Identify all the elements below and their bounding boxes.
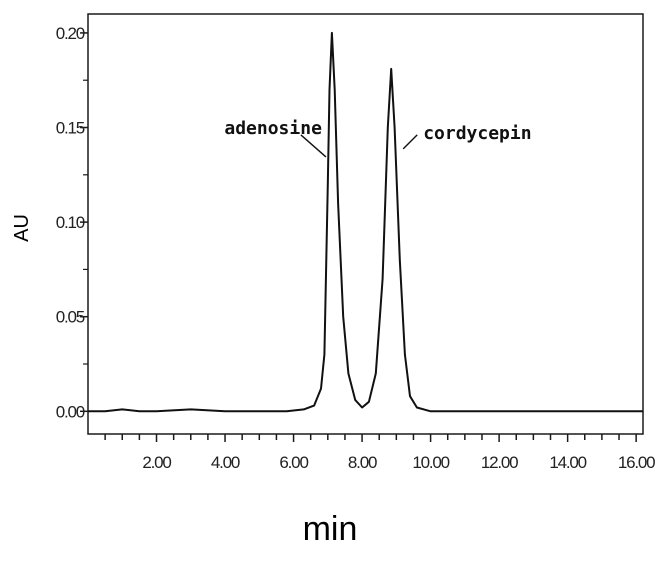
x-tick-label: 6.00: [279, 453, 308, 472]
cordycepin-leader-line: [402, 134, 418, 150]
x-tick-label: 14.00: [549, 453, 586, 472]
x-tick-label: 10.00: [412, 453, 449, 472]
x-axis: 2.00 4.00 6.00 8.00 10.00 12.00 14.00 16.00: [104, 434, 656, 472]
x-axis-label: min: [303, 510, 358, 548]
x-tick-label: 12.00: [481, 453, 518, 472]
peak-annotations: adenosine cordycepin: [224, 118, 532, 158]
adenosine-leader-line: [300, 134, 327, 158]
y-axis-label: AU: [11, 214, 33, 242]
chromatogram-trace: [88, 31, 643, 413]
y-tick-label: 0.20: [56, 24, 85, 43]
x-tick-label: 4.00: [211, 453, 240, 472]
adenosine-label: adenosine: [224, 118, 322, 139]
y-tick-label: 0.00: [56, 402, 85, 421]
y-axis: 0.00 0.05 0.10 0.15 0.20: [56, 24, 88, 421]
y-tick-label: 0.15: [56, 119, 85, 138]
x-tick-label: 2.00: [142, 453, 171, 472]
y-tick-label: 0.05: [56, 308, 85, 327]
x-tick-label: 8.00: [348, 453, 377, 472]
y-tick-label: 0.10: [56, 213, 85, 232]
plot-area: [87, 13, 644, 435]
x-tick-label: 16.00: [618, 453, 655, 472]
cordycepin-label: cordycepin: [423, 123, 531, 144]
